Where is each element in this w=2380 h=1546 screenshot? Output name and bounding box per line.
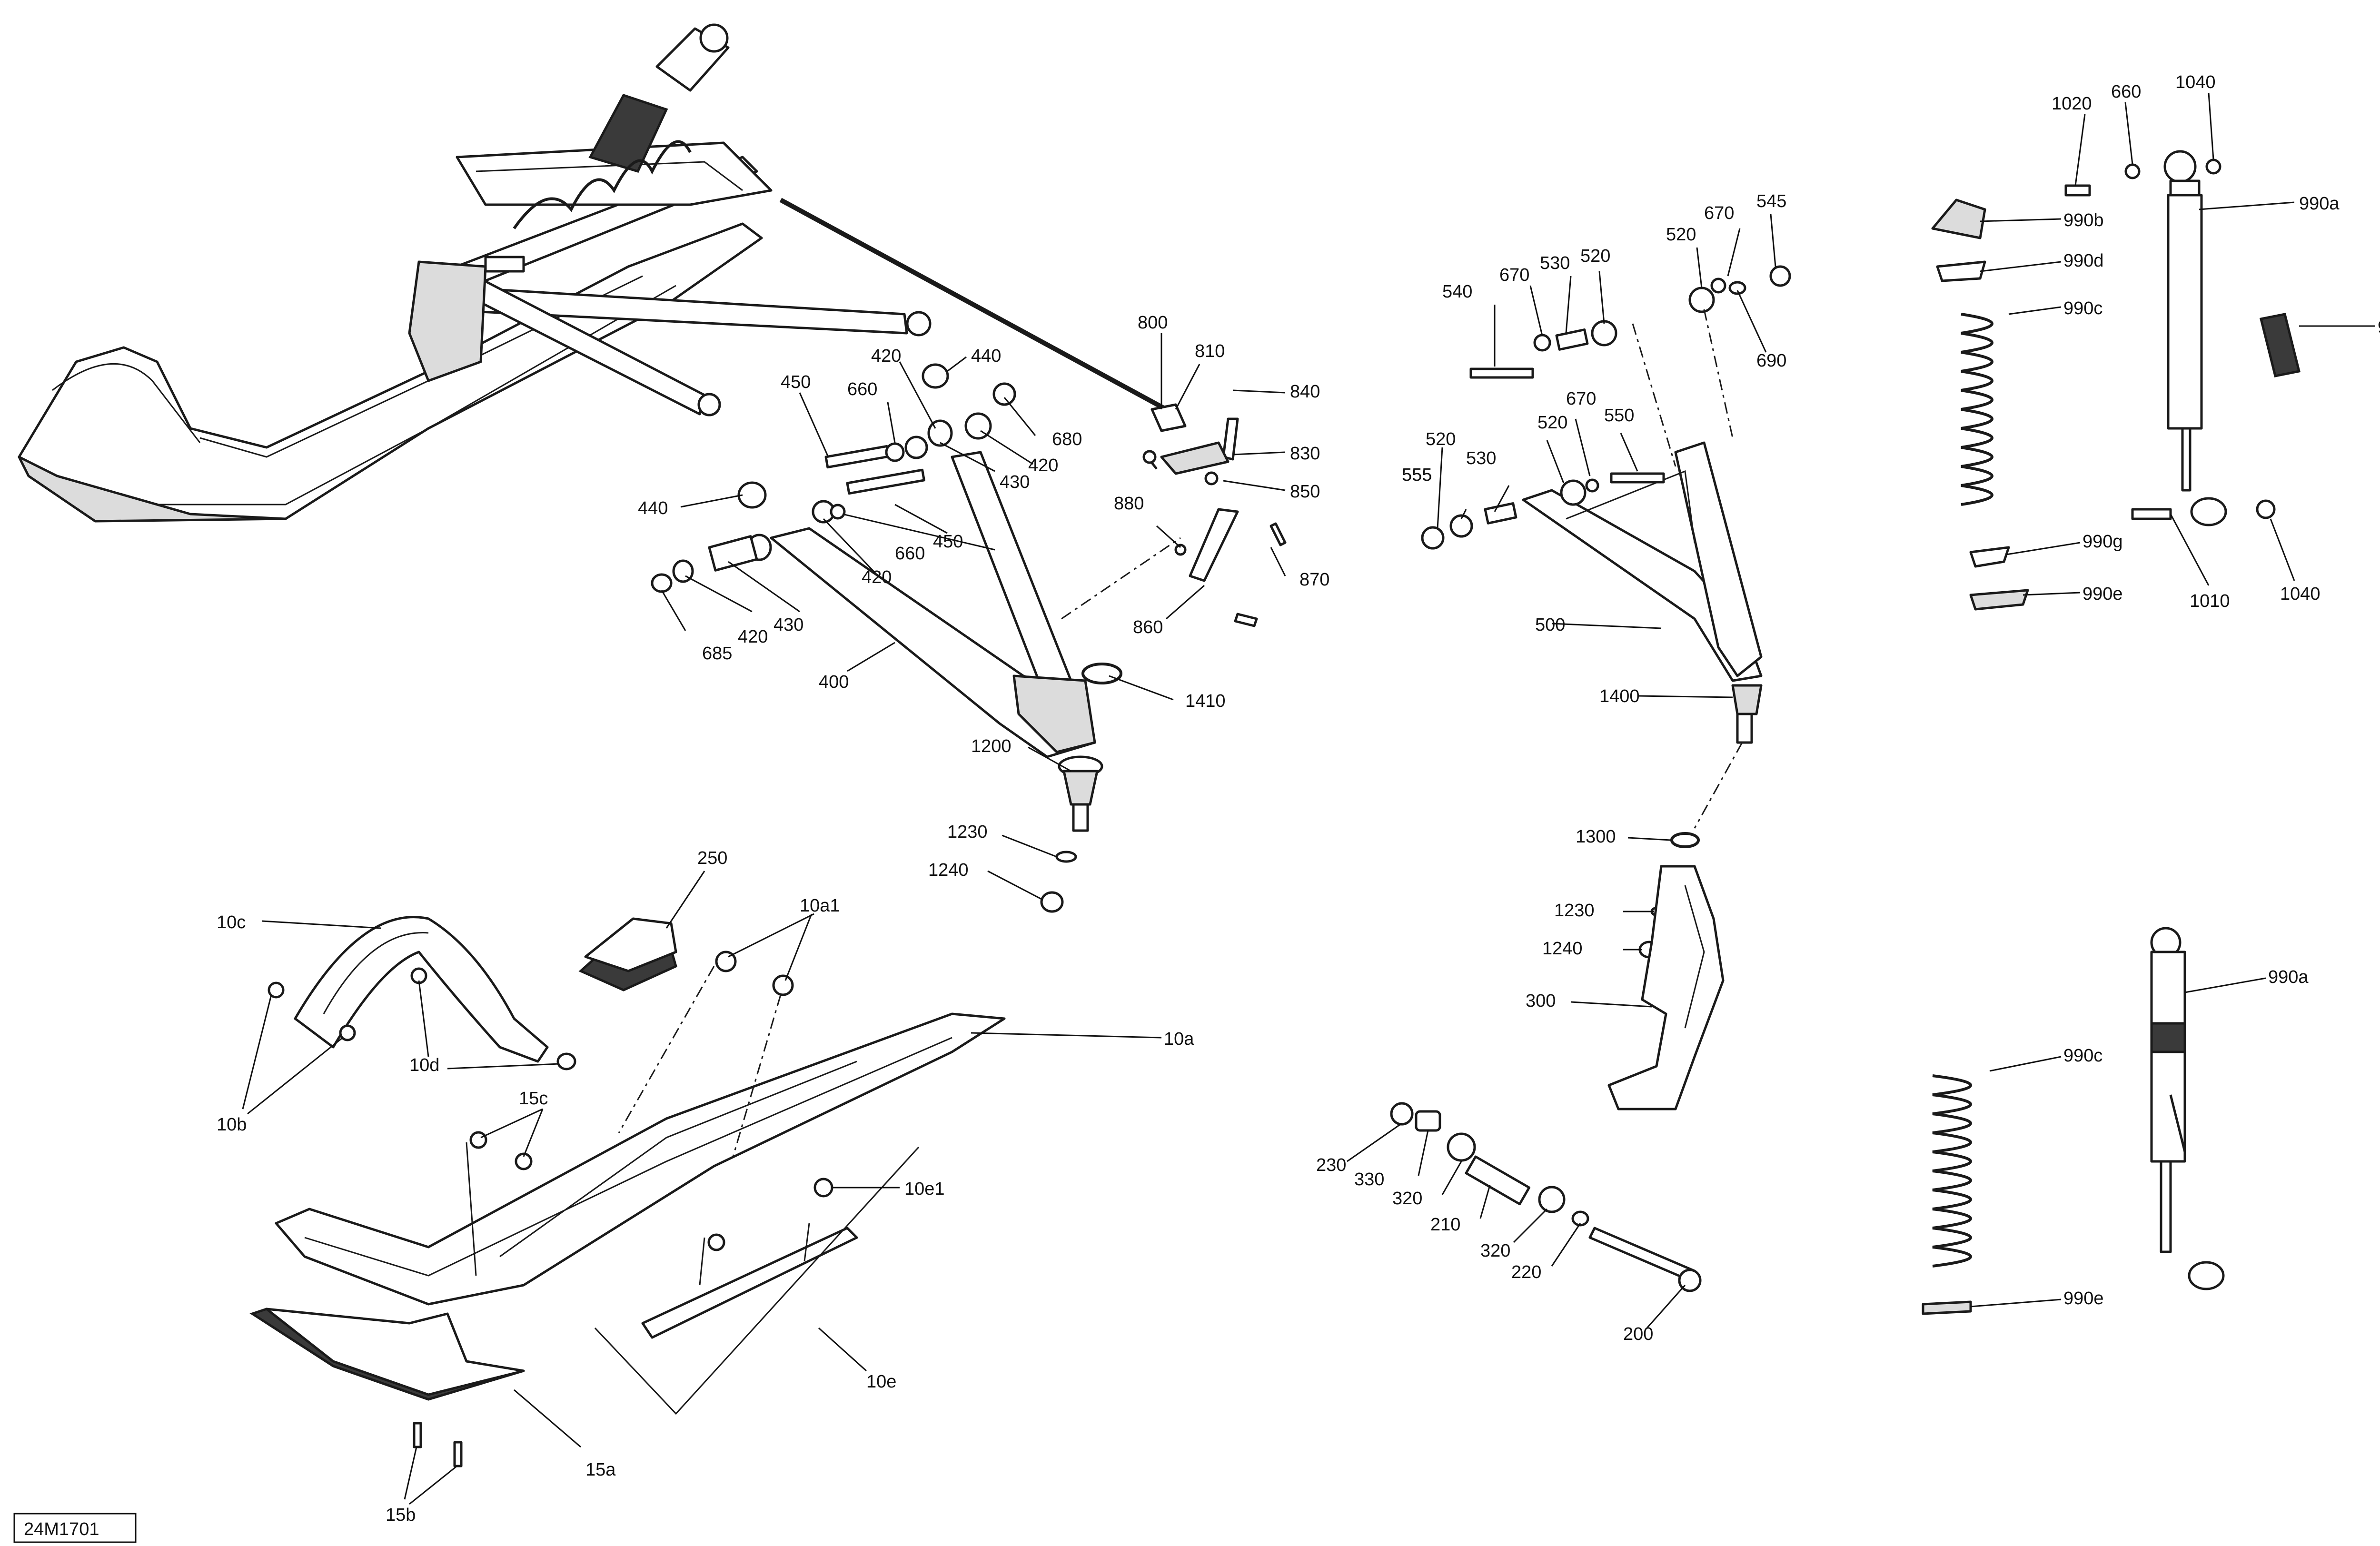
callout-530-mid: 530 <box>1466 448 1496 468</box>
callout-1240-right: 1240 <box>1542 939 1583 959</box>
callout-880: 880 <box>1114 494 1144 514</box>
callout-250: 250 <box>697 848 727 868</box>
drawing-id-text: 24M1701 <box>24 1519 99 1539</box>
callout-1230-right: 1230 <box>1554 901 1595 921</box>
callout-1410: 1410 <box>1185 691 1226 711</box>
callout-520-top-b: 520 <box>1666 225 1696 245</box>
callout-670-mid: 670 <box>1566 389 1596 409</box>
callout-10b: 10b <box>217 1115 247 1135</box>
callout-520-mid-b: 520 <box>1426 429 1456 449</box>
leader-lines <box>242 92 2375 1505</box>
callout-450-lower: 450 <box>933 532 963 552</box>
callout-1400: 1400 <box>1599 686 1640 706</box>
callout-1020: 1020 <box>2052 94 2092 114</box>
callout-200: 200 <box>1623 1324 1653 1344</box>
callout-330: 330 <box>1354 1169 1384 1189</box>
callout-990d: 990d <box>2063 251 2104 271</box>
callout-660-upper: 660 <box>847 379 877 399</box>
callout-540: 540 <box>1442 282 1472 302</box>
callout-210: 210 <box>1430 1215 1460 1235</box>
callout-990a-bottom: 990a <box>2268 967 2309 987</box>
callout-500: 500 <box>1535 615 1565 635</box>
callout-660-shock: 660 <box>2111 82 2141 102</box>
callout-230: 230 <box>1316 1155 1346 1175</box>
callout-800: 800 <box>1138 313 1168 333</box>
callout-320-b: 320 <box>1480 1241 1510 1261</box>
callout-990g: 990g <box>2082 532 2123 552</box>
callout-685: 685 <box>702 644 732 664</box>
callout-450-upper: 450 <box>781 372 811 392</box>
callout-440-upper: 440 <box>971 346 1001 366</box>
callout-990e-top: 990e <box>2082 584 2123 604</box>
callout-300: 300 <box>1526 991 1556 1011</box>
upper-a-arm-group <box>1390 265 1791 1292</box>
callout-850: 850 <box>1290 482 1320 502</box>
callout-1040-top: 1040 <box>2175 72 2216 92</box>
callout-1200: 1200 <box>971 736 1012 756</box>
callout-420-lower: 420 <box>862 567 892 587</box>
callout-320-a: 320 <box>1392 1189 1422 1209</box>
shock-absorber-group <box>1922 150 2301 1315</box>
callout-990a-top: 990a <box>2299 194 2340 214</box>
callout-680: 680 <box>1052 429 1082 449</box>
callout-15a: 15a <box>585 1460 616 1480</box>
callout-10a: 10a <box>1164 1029 1194 1049</box>
callout-1040-bottom: 1040 <box>2280 584 2320 604</box>
callout-430-lower: 430 <box>774 615 803 635</box>
callout-10e: 10e <box>866 1372 896 1392</box>
callout-670-top-b: 670 <box>1704 203 1734 223</box>
callout-810: 810 <box>1195 341 1225 361</box>
callout-840: 840 <box>1290 382 1320 402</box>
ski-components-group <box>249 916 1006 1467</box>
assembled-ski-suspension <box>18 23 1168 523</box>
callout-15b: 15b <box>386 1505 416 1525</box>
callout-440-lower: 440 <box>638 498 668 518</box>
callout-15c: 15c <box>519 1089 548 1109</box>
callout-660-lower: 660 <box>895 544 925 564</box>
callout-990e-bottom: 990e <box>2063 1288 2104 1308</box>
callout-10e1: 10e1 <box>904 1179 945 1199</box>
callout-420-upper-b: 420 <box>1028 456 1058 476</box>
callout-labels: 800 810 840 830 850 880 870 860 450 660 … <box>217 72 2380 1525</box>
callout-530-top: 530 <box>1540 253 1570 273</box>
callout-1010: 1010 <box>2190 591 2230 611</box>
callout-545: 545 <box>1756 191 1786 211</box>
lower-a-arm-group <box>651 363 1287 913</box>
callout-1300: 1300 <box>1576 827 1616 847</box>
callout-400: 400 <box>819 672 849 692</box>
callout-420-upper: 420 <box>871 346 901 366</box>
callout-1240-left: 1240 <box>928 860 969 880</box>
callout-220: 220 <box>1511 1262 1541 1282</box>
drawing-id: 24M1701 <box>13 1513 137 1543</box>
callout-555: 555 <box>1402 465 1432 485</box>
callout-860: 860 <box>1133 617 1163 637</box>
callout-830: 830 <box>1290 444 1320 464</box>
callout-550: 550 <box>1604 406 1634 426</box>
callout-990f: 990f <box>2378 317 2380 337</box>
callout-520-mid: 520 <box>1537 413 1567 433</box>
callout-520-top: 520 <box>1580 246 1610 266</box>
callout-990c-bottom: 990c <box>2063 1046 2102 1066</box>
callout-10a1: 10a1 <box>800 896 840 916</box>
callout-430-upper: 430 <box>1000 472 1030 492</box>
callout-1230-left: 1230 <box>947 822 988 842</box>
callout-10c: 10c <box>217 912 246 932</box>
callout-870: 870 <box>1299 570 1329 590</box>
callout-990c-top: 990c <box>2063 298 2102 318</box>
callout-690: 690 <box>1756 351 1786 371</box>
callout-670-top: 670 <box>1499 265 1529 285</box>
callout-990b: 990b <box>2063 210 2104 230</box>
callout-420-lower-b: 420 <box>738 627 768 647</box>
callout-10d: 10d <box>409 1055 439 1075</box>
